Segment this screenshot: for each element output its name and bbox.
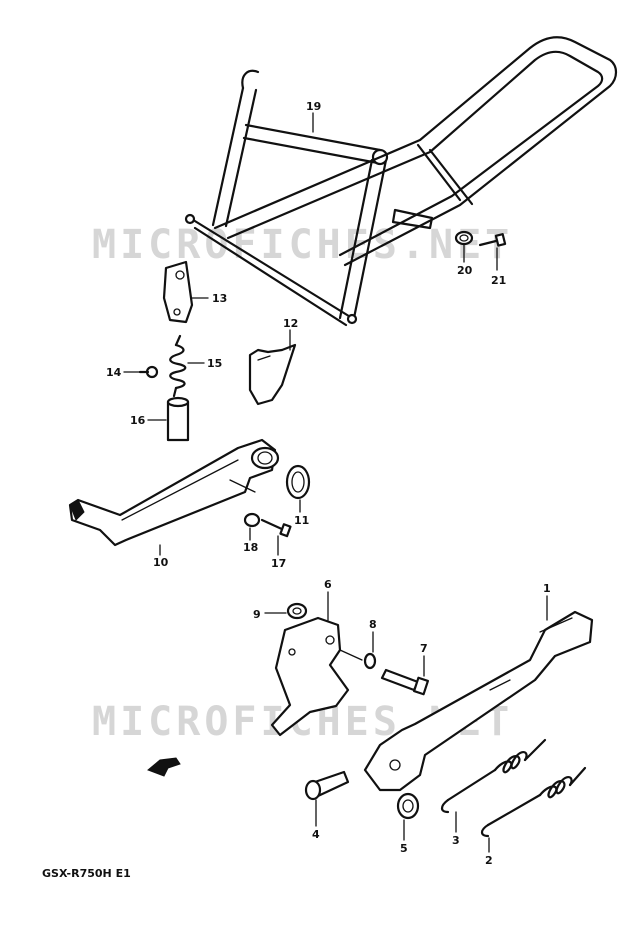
callout-4: 4 — [312, 828, 320, 841]
spring-2 — [480, 766, 587, 838]
side-stand-1 — [363, 610, 594, 792]
callout-15: 15 — [207, 357, 222, 370]
bolt-17 — [260, 518, 292, 538]
callout-8: 8 — [369, 618, 377, 631]
spring-3 — [440, 738, 547, 814]
callout-5: 5 — [400, 842, 408, 855]
callout-9: 9 — [253, 608, 261, 621]
callout-7: 7 — [420, 642, 428, 655]
callout-14: 14 — [106, 366, 122, 379]
callout-19: 19 — [306, 100, 321, 113]
side-stand-bracket-6 — [270, 616, 363, 737]
callout-3: 3 — [452, 834, 460, 847]
center-stand-frame — [184, 36, 618, 327]
watermark-top: MICROFICHES.NET — [92, 222, 513, 268]
stand-bolt-spacer — [454, 230, 474, 246]
stand-bracket-plate — [162, 260, 194, 324]
nut-9 — [286, 602, 308, 620]
callout-18: 18 — [243, 541, 258, 554]
front-arrow-icon — [147, 757, 181, 777]
callout-10: 10 — [153, 556, 169, 569]
callouts: 19 20 21 13 12 14 15 16 11 10 18 17 6 9 … — [106, 100, 551, 867]
model-code: GSX-R750H E1 — [42, 867, 131, 880]
spring-15 — [169, 334, 187, 398]
pedal-arm-10 — [68, 438, 280, 547]
callout-16: 16 — [130, 414, 146, 427]
bolt-7 — [380, 668, 430, 696]
washer-8 — [363, 652, 377, 670]
callout-20: 20 — [457, 264, 473, 277]
leader-lines — [123, 112, 548, 853]
pivot-bolt-4 — [304, 770, 350, 801]
callout-17: 17 — [271, 557, 286, 570]
callout-11: 11 — [294, 514, 309, 527]
callout-12: 12 — [283, 317, 298, 330]
sleeve-16 — [166, 396, 190, 442]
callout-2: 2 — [485, 854, 493, 867]
screw-14 — [138, 365, 159, 379]
callout-6: 6 — [324, 578, 332, 591]
washer-11 — [285, 464, 311, 500]
callout-1: 1 — [543, 582, 551, 595]
stand-bolt — [478, 233, 507, 247]
stand-stopper-hook — [248, 343, 297, 406]
bushing-5 — [396, 792, 420, 820]
callout-21: 21 — [491, 274, 506, 287]
callout-13: 13 — [212, 292, 227, 305]
nut-18 — [243, 512, 261, 528]
